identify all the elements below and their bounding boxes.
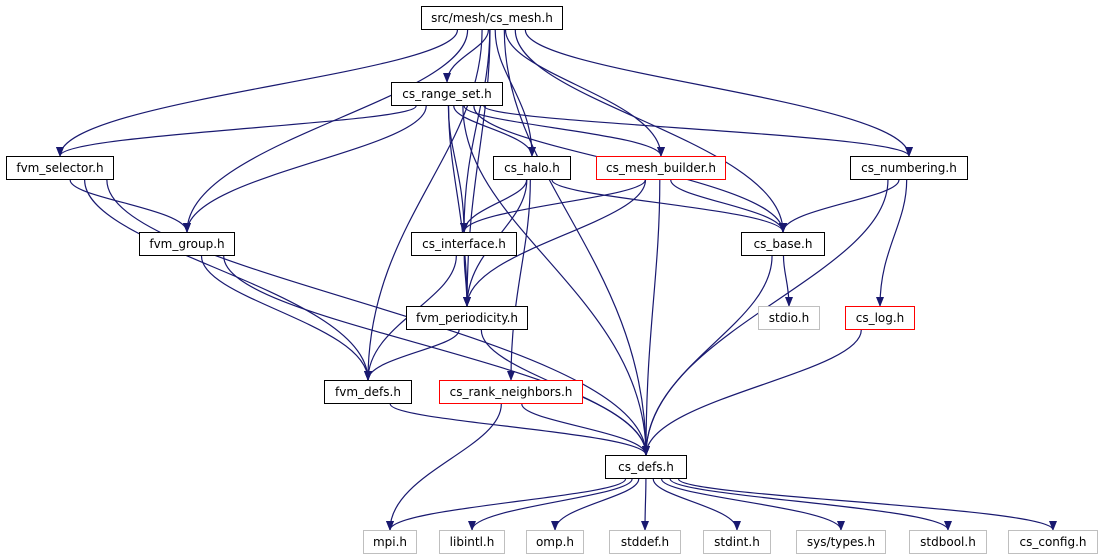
edge-cs_defs-to-omp: [551, 478, 640, 531]
node-cs-mesh-builder[interactable]: cs_mesh_builder.h: [596, 156, 726, 180]
edge-fvm_selector-to-cs_defs: [106, 179, 650, 456]
node-stdint[interactable]: stdint.h: [703, 530, 771, 554]
edge-cs_range_set-to-cs_defs: [462, 105, 650, 456]
edge-cs_range_set-to-fvm_selector: [56, 105, 417, 157]
node-fvm-selector[interactable]: fvm_selector.h: [6, 156, 114, 180]
edge-cs_mesh-to-fvm_defs: [364, 29, 483, 381]
edge-cs_range_set-to-fvm_periodicity: [448, 105, 471, 307]
edge-cs_base-to-cs_defs: [642, 255, 773, 456]
edge-cs_mesh_builder-to-fvm_periodicity: [463, 179, 647, 307]
edge-cs_range_set-to-cs_interface: [447, 105, 468, 233]
edge-cs_defs-to-mpi: [386, 478, 627, 531]
edge-cs_mesh_builder-to-cs_base: [670, 179, 787, 233]
edge-cs_mesh-to-fvm_periodicity: [463, 29, 491, 307]
edge-cs_mesh-to-cs_interface: [460, 29, 491, 233]
node-stdbool[interactable]: stdbool.h: [909, 530, 987, 554]
edge-cs_defs-to-stddef: [641, 478, 650, 531]
edge-cs_range_set-to-cs_halo: [453, 105, 536, 157]
edge-fvm_periodicity-to-fvm_defs: [364, 329, 460, 381]
edge-cs_range_set-to-cs_numbering: [483, 105, 913, 157]
edge-cs_log-to-cs_defs: [642, 329, 862, 456]
node-fvm-group[interactable]: fvm_group.h: [139, 232, 235, 256]
edge-cs_mesh-to-fvm_group: [183, 29, 469, 233]
node-cs-config[interactable]: cs_config.h: [1008, 530, 1098, 554]
edge-cs_range_set-to-cs_mesh_builder: [463, 105, 665, 157]
edge-cs_mesh_builder-to-cs_defs: [642, 179, 661, 456]
node-fvm-defs[interactable]: fvm_defs.h: [324, 380, 412, 404]
edge-fvm_selector-to-fvm_group: [69, 179, 191, 233]
edge-cs_mesh-to-cs_mesh_builder: [504, 29, 665, 157]
node-mpi[interactable]: mpi.h: [363, 530, 417, 554]
edge-cs_mesh-to-fvm_selector: [56, 29, 459, 157]
node-sys-types[interactable]: sys/types.h: [796, 530, 886, 554]
edge-cs_mesh-to-cs_halo: [494, 29, 536, 157]
edge-cs_defs-to-cs_config: [677, 478, 1057, 531]
edge-cs_numbering-to-cs_log: [876, 179, 908, 307]
edge-fvm_defs-to-cs_defs: [389, 403, 650, 456]
edge-cs_mesh-to-cs_numbering: [524, 29, 913, 157]
edge-cs_numbering-to-cs_base: [779, 179, 900, 233]
node-stdio[interactable]: stdio.h: [758, 306, 820, 330]
edge-cs_defs-to-stdbool: [669, 478, 952, 531]
node-cs-range-set[interactable]: cs_range_set.h: [391, 82, 503, 106]
node-cs-base[interactable]: cs_base.h: [741, 232, 825, 256]
edge-cs_mesh-to-cs_base: [514, 29, 787, 233]
node-omp[interactable]: omp.h: [526, 530, 584, 554]
edge-fvm_selector-to-fvm_defs: [84, 179, 372, 381]
edge-cs_halo-to-cs_rank_neighbors: [507, 179, 531, 381]
edge-cs_defs-to-sys_types: [661, 478, 845, 531]
edge-cs_mesh-to-cs_range_set: [443, 29, 489, 83]
node-fvm-periodicity[interactable]: fvm_periodicity.h: [406, 306, 528, 330]
edge-cs_defs-to-libintl: [468, 478, 633, 531]
edge-fvm_group-to-cs_defs: [223, 255, 650, 456]
edge-cs_rank_neighbors-to-cs_defs: [521, 403, 650, 456]
node-cs-interface[interactable]: cs_interface.h: [411, 232, 517, 256]
edge-cs_rank_neighbors-to-mpi: [386, 403, 502, 531]
node-cs-mesh[interactable]: src/mesh/cs_mesh.h: [421, 6, 563, 30]
node-cs-defs[interactable]: cs_defs.h: [605, 455, 687, 479]
node-stddef[interactable]: stddef.h: [609, 530, 681, 554]
edge-cs_base-to-stdio: [782, 255, 793, 307]
node-libintl[interactable]: libintl.h: [439, 530, 505, 554]
edge-fvm_group-to-fvm_defs: [200, 255, 372, 381]
edge-cs_defs-to-stdint: [652, 478, 741, 531]
node-cs-log[interactable]: cs_log.h: [845, 306, 915, 330]
edge-cs_interface-to-fvm_periodicity: [462, 255, 471, 307]
node-cs-numbering[interactable]: cs_numbering.h: [850, 156, 968, 180]
edge-cs_range_set-to-fvm_group: [183, 105, 427, 233]
node-cs-rank-neighbors[interactable]: cs_rank_neighbors.h: [439, 380, 583, 404]
edge-cs_halo-to-cs_base: [551, 179, 787, 233]
node-cs-halo[interactable]: cs_halo.h: [493, 156, 571, 180]
edge-cs_mesh_builder-to-cs_interface: [460, 179, 646, 233]
edge-cs_mesh-to-cs_defs: [503, 29, 650, 456]
